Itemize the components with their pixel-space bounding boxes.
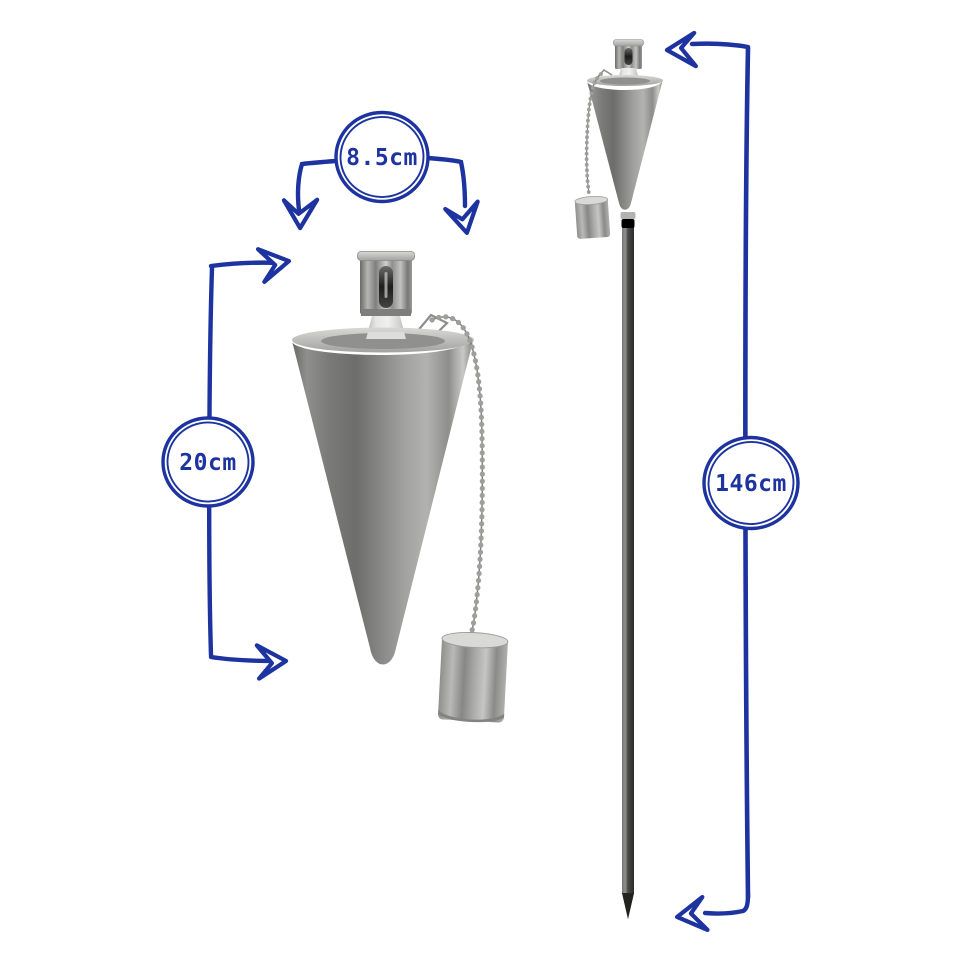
- wick-cap-bottom-ring: [361, 309, 411, 316]
- width-leader-left: [295, 158, 339, 213]
- stake-tip: [622, 893, 634, 919]
- stake-pole: [622, 224, 634, 919]
- burner-height-dimension-label: 20cm: [179, 450, 236, 476]
- arrow-right-top-icon: [255, 247, 292, 284]
- snuffer-cap-body: [438, 635, 508, 723]
- full-torch-wick-cap: [613, 39, 644, 69]
- torch-burner-detail-view: [292, 251, 509, 723]
- total-height-top-leader: [689, 41, 751, 50]
- total-height-dimension: 146cm: [664, 30, 800, 933]
- full-torch-cone-funnel: [600, 77, 650, 85]
- snuffer-chain-balls: [429, 314, 485, 637]
- neck-base: [366, 332, 406, 339]
- width-leader-right: [425, 155, 468, 209]
- full-torch-wick-cap-rim: [613, 39, 644, 47]
- snuffer-cap: [438, 631, 509, 723]
- burner-height-dimension-badge: 20cm: [161, 416, 255, 508]
- full-torch-chain-balls: [584, 72, 603, 196]
- burner-wick-cap: [357, 251, 415, 316]
- arrow-right-bottom-icon: [254, 643, 289, 681]
- arrow-left-top-icon: [664, 30, 698, 69]
- cone-top-funnel: [321, 333, 445, 349]
- total-height-dimension-badge: 146cm: [702, 435, 800, 531]
- width-dimension-label: 8.5cm: [346, 145, 418, 171]
- full-torch-snuffer-cap: [574, 196, 611, 239]
- full-torch-cone: [587, 79, 663, 210]
- torch-full-view: [574, 39, 663, 919]
- arrow-down-left-icon: [281, 197, 320, 231]
- full-torch-snuffer-body: [574, 198, 611, 239]
- total-height-bottom-leader: [702, 891, 751, 916]
- width-dimension: 8.5cm: [281, 110, 480, 236]
- full-torch-snuffer-top: [574, 196, 609, 206]
- snuffer-cap-top: [441, 631, 509, 649]
- snuffer-cap-bottom-edge: [438, 710, 505, 723]
- burner-height-top-leader: [208, 260, 283, 269]
- burner-height-dimension: 20cm: [161, 247, 292, 681]
- width-dimension-badge: 8.5cm: [334, 110, 430, 204]
- wick-cap-top-rim: [357, 251, 415, 261]
- wick-slot-highlight: [384, 272, 388, 298]
- arrow-down-right-icon: [443, 199, 480, 236]
- stake-collar-lower: [621, 219, 635, 228]
- stake-collar-upper: [620, 212, 636, 219]
- burner-cone: [292, 337, 474, 665]
- full-torch-wick-slot: [624, 48, 633, 65]
- arrow-left-bottom-icon: [674, 894, 710, 933]
- total-height-dimension-label: 146cm: [715, 471, 787, 497]
